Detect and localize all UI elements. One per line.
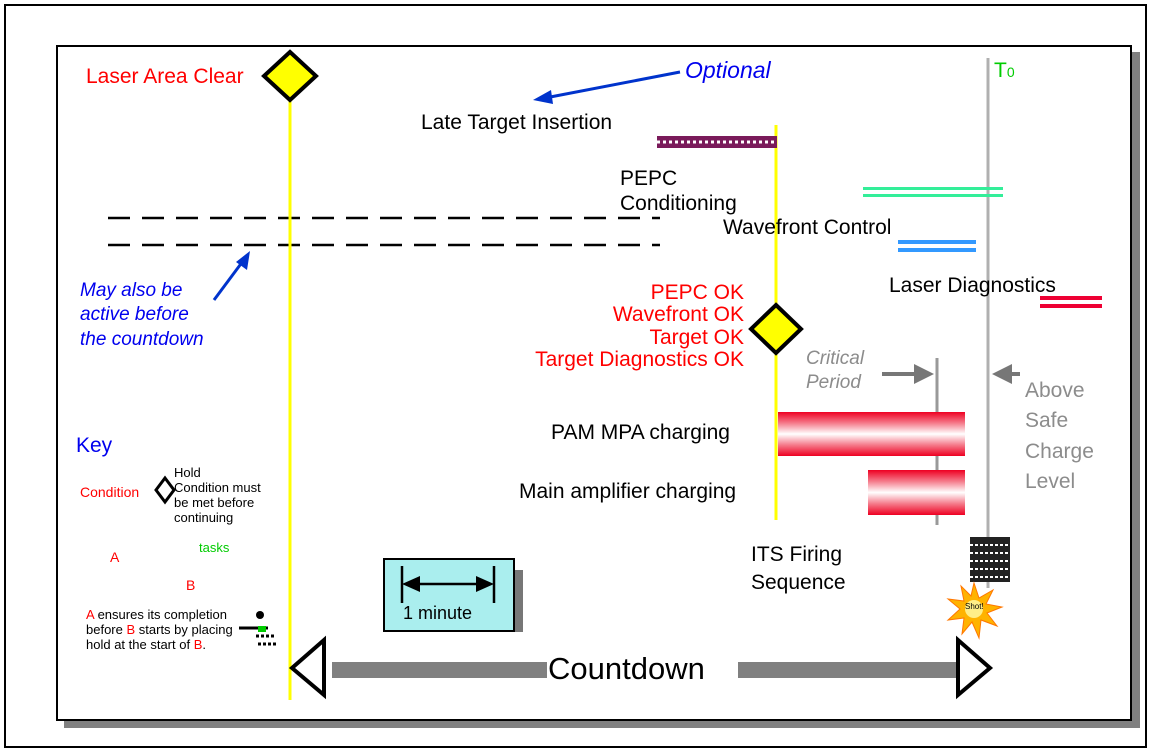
critical-period-label-line1: Critical [806,348,865,369]
key-note-line3: hold at the start of B. [86,637,206,652]
countdown-right-arrowhead [956,635,994,700]
wavefront-control-label: Wavefront Control [723,216,892,239]
late-target-insertion-bar [657,136,777,148]
pepc-conditioning-bar [863,187,1003,197]
pam-mpa-charging-bar [778,412,965,456]
critical-period-label-line2: Period [806,372,861,393]
t0-label: T0 [994,59,1015,82]
main-amplifier-charging-label: Main amplifier charging [519,480,737,503]
countdown-bar [288,635,994,700]
wavefront-control-bar [898,240,976,252]
its-firing-sequence-block [970,537,1010,582]
key-hold-label-line2: Condition must [174,480,261,495]
main-amplifier-charging-bar [868,470,965,515]
key-hold-diamond-icon [154,475,176,505]
above-safe-label-line3: Charge [1025,440,1094,463]
key-note-line1: A ensures its completion [86,607,227,622]
key-tasks-label: tasks [199,540,230,555]
key-title: Key [76,434,113,457]
one-minute-scale-box [383,558,523,632]
countdown-left-arrowhead [288,635,326,700]
its-firing-sequence-label-line1: ITS Firing [751,543,843,566]
one-minute-label: 1 minute [403,603,473,623]
laser-diagnostics-bar [1040,296,1102,308]
key-b-label: B [186,577,196,593]
laser-area-clear-label: Laser Area Clear [86,65,244,88]
laser-diagnostics-label: Laser Diagnostics [889,274,1056,297]
above-safe-charge-arrow [992,364,1020,384]
key-a-label: A [110,549,120,565]
pepc-conditioning-label-line2: Conditioning [620,192,737,215]
pepc-conditioning-label-line1: PEPC [620,167,678,190]
key-hold-label-line1: Hold [174,465,201,480]
late-target-insertion-label: Late Target Insertion [421,111,613,134]
critical-period-arrow [882,364,934,384]
key-hold-label-line4: continuing [174,510,234,525]
above-safe-label-line4: Level [1025,470,1076,493]
target-diagnostics-ok-label: Target Diagnostics OK [535,348,744,371]
shot-label: Shot! [965,602,984,611]
optional-arrow [533,70,681,104]
key-note-line2: before B starts by placing [86,622,233,637]
diagram-panel [56,45,1132,721]
key-condition-label: Condition [80,484,140,500]
key-hold-symbol-icon [239,611,276,646]
pepc-ok-label: PEPC OK [650,281,744,304]
optional-label: Optional [685,57,771,83]
may-also-label-line3: the countdown [80,329,204,350]
wavefront-ok-label: Wavefront OK [612,303,744,326]
above-safe-label-line2: Safe [1025,409,1069,432]
laser-area-clear-hold-diamond [261,49,319,103]
target-ok-hold-diamond [748,302,804,356]
may-also-label-line2: active before [80,304,189,325]
may-also-arrow [212,251,250,301]
dashed-lines [108,216,660,247]
its-firing-sequence-label-line2: Sequence [751,571,846,594]
key-hold-label-line3: be met before [174,495,255,510]
target-ok-label: Target OK [649,326,744,349]
countdown-label: Countdown [548,651,705,686]
above-safe-label-line1: Above [1025,379,1085,402]
may-also-label-line1: May also be [80,280,183,301]
pam-mpa-charging-label: PAM MPA charging [551,421,730,444]
